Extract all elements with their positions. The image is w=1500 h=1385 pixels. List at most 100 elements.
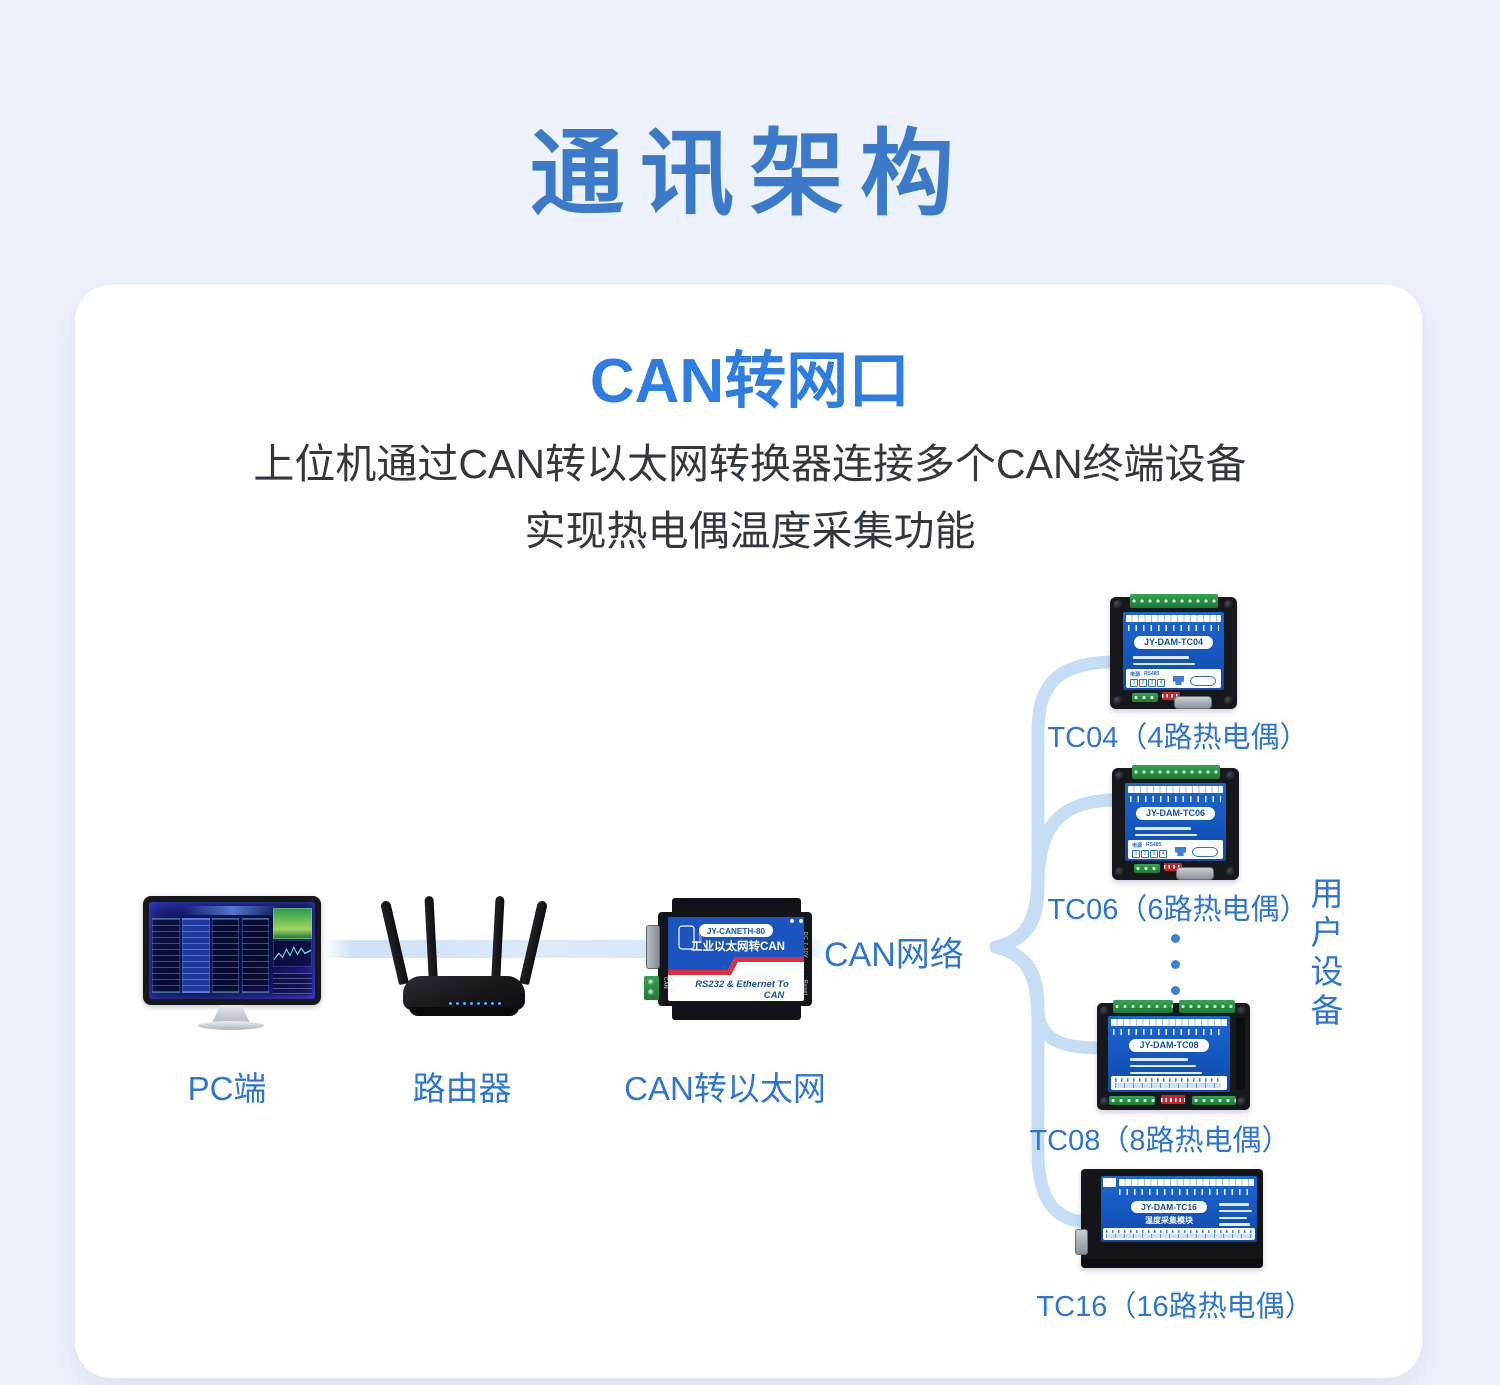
face-red-stripe <box>668 957 804 975</box>
rs485-port-label: RS485 <box>1144 670 1160 677</box>
tc16-label: TC16（16路热电偶） <box>1036 1291 1314 1323</box>
device-face-panel: JY-DAM-TC04 电源 RS485 1 2 3 4 <box>1123 612 1224 690</box>
spec-line <box>1130 1064 1196 1068</box>
top-terminal-block <box>1113 1000 1173 1013</box>
pin-box: 2 <box>1141 849 1149 858</box>
terminal-screw <box>648 989 654 995</box>
power-port-label: 电源 <box>1130 671 1141 678</box>
dip-switch <box>1161 1095 1185 1104</box>
corner-screw <box>1224 600 1234 610</box>
top-terminal-block <box>1179 1000 1235 1013</box>
spec-line <box>1133 656 1189 659</box>
ellipsis-dots <box>1171 934 1180 943</box>
top-terminal-block <box>1132 765 1220 779</box>
port-box-row <box>1115 1083 1221 1088</box>
tc04-label: TC04（4路热电偶） <box>1047 722 1309 754</box>
rs485-port-label: RS485 <box>1146 841 1162 848</box>
dip-switch <box>1162 692 1180 700</box>
port-glyph-row <box>1106 1230 1252 1233</box>
dashboard-table-panel-highlight <box>182 918 210 994</box>
led-block <box>1103 1178 1116 1187</box>
dashboard-line-chart <box>272 940 312 967</box>
converter-model-text: JY-CANETH-80 <box>707 927 766 936</box>
router-led-row <box>449 1002 452 1005</box>
tc08-label: TC08（8路热电偶） <box>1029 1125 1291 1157</box>
converter-label: CAN转以太网 <box>624 1070 826 1107</box>
bottom-terminal-block <box>1192 1096 1236 1105</box>
status-led <box>790 919 794 923</box>
pin-box: 3 <box>1150 849 1158 858</box>
device-model-pill: JY-DAM-TC04 <box>1134 636 1213 649</box>
spec-line <box>1219 1216 1247 1220</box>
pin-box: 3 <box>1148 678 1156 687</box>
device-subtitle: 温度采集模块 <box>1145 1216 1193 1225</box>
spec-line <box>1219 1203 1249 1206</box>
monitor-stand-neck <box>212 1005 250 1023</box>
rs232-port-label: RS232 <box>698 929 703 942</box>
device-model-pill: JY-DAM-TC08 <box>1129 1039 1209 1052</box>
db9-port-icon <box>1192 847 1218 857</box>
port-box-row <box>1106 1234 1252 1238</box>
pin-box: 2 <box>1139 678 1147 687</box>
pc-monitor-screen <box>149 902 315 999</box>
power-port-label: 电源 <box>1132 842 1143 849</box>
port-glyph-row <box>1115 1078 1221 1082</box>
can-port-label: CAN <box>662 977 668 990</box>
can-pin-l: L <box>669 990 675 994</box>
converter-bottom-flange <box>672 1004 801 1020</box>
case-bottom-lip <box>1081 1259 1263 1268</box>
bottom-terminal-block <box>1132 693 1158 702</box>
db9-serial-connector <box>1075 1229 1088 1255</box>
branch-to-tc16 <box>989 940 1097 1229</box>
can-network-label: CAN网络 <box>824 936 964 974</box>
db9-serial-connector <box>1174 696 1212 709</box>
terminal-index-strip <box>1128 786 1223 793</box>
pin-box: 4 <box>1157 678 1165 687</box>
pin-box: 1 <box>1132 849 1140 858</box>
spec-line <box>1133 662 1195 666</box>
device-tc06: JY-DAM-TC06 电源 RS485 1 2 3 4 <box>1112 765 1239 880</box>
wiring-glyph-row <box>1119 1189 1252 1195</box>
wiring-glyph-row <box>1130 796 1221 802</box>
port-label-strip: 电源 RS485 1 2 3 4 <box>1126 669 1221 688</box>
device-tc16: JY-DAM-TC16 温度采集模块 <box>1075 1169 1263 1268</box>
ethernet-port-icon <box>1173 676 1184 685</box>
dashboard-table-panel <box>212 918 240 994</box>
converter-face-subtitle-2: CAN <box>764 990 786 1001</box>
converter-top-flange <box>672 898 801 915</box>
spec-line <box>1135 833 1197 837</box>
ethernet-port-icon <box>1175 847 1186 856</box>
db9-serial-connector <box>1176 867 1214 880</box>
branch-to-tc06 <box>989 793 1123 954</box>
rs232-port-icon <box>678 925 695 950</box>
top-terminal-block <box>1130 594 1218 608</box>
device-face-panel: JY-DAM-TC06 电源 RS485 1 2 3 4 <box>1125 783 1226 861</box>
terminal-index-strip <box>1126 615 1221 622</box>
side-slot <box>1236 1017 1245 1089</box>
db9-port-icon <box>1190 676 1216 686</box>
monitor-stand-base <box>198 1021 264 1030</box>
spec-line <box>1219 1223 1250 1226</box>
pc-label: PC端 <box>187 1070 267 1107</box>
wiring-glyph-row <box>1113 1029 1225 1035</box>
router-base <box>409 1007 519 1016</box>
dashboard-sidebar <box>272 907 312 995</box>
spec-line <box>1219 1209 1252 1213</box>
card-description-line2: 实现热电偶温度采集功能 <box>524 508 976 554</box>
corner-screw <box>1237 1097 1247 1107</box>
pin-box: 4 <box>1159 849 1167 858</box>
dashboard-green-chart <box>272 907 312 939</box>
corner-screw <box>1224 696 1234 706</box>
converter-face-subtitle-1: RS232 & Ethernet To <box>695 979 789 990</box>
corner-screw <box>1100 1006 1110 1016</box>
device-model-pill: JY-DAM-TC06 <box>1136 807 1215 820</box>
dip-switch <box>1164 863 1182 871</box>
branch-to-tc08 <box>989 940 1107 1055</box>
device-spec-lines <box>1130 1058 1220 1078</box>
port-label-strip: 电源 RS485 1 2 3 4 <box>1128 840 1223 859</box>
can-terminal-block <box>644 976 659 1000</box>
device-face-panel: JY-DAM-TC16 温度采集模块 <box>1101 1176 1257 1242</box>
card-title: CAN转网口 <box>589 347 911 416</box>
